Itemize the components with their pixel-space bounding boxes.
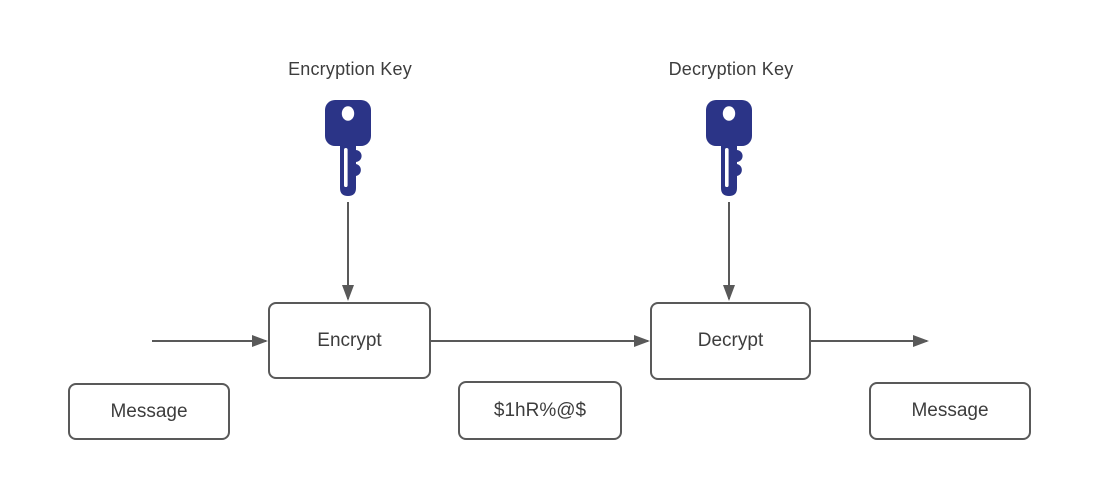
- encryption-key-label: Encryption Key: [288, 59, 412, 79]
- key-icon: [706, 100, 752, 196]
- message-input-node: Message: [68, 383, 230, 440]
- message-output-node: Message: [869, 382, 1031, 440]
- decryption-key-label: Decryption Key: [668, 59, 794, 79]
- decrypt-node: Decrypt: [650, 302, 811, 380]
- ciphertext-node: $1hR%@$: [458, 381, 622, 440]
- encrypt-node: Encrypt: [268, 302, 431, 379]
- key-icon: [325, 100, 371, 196]
